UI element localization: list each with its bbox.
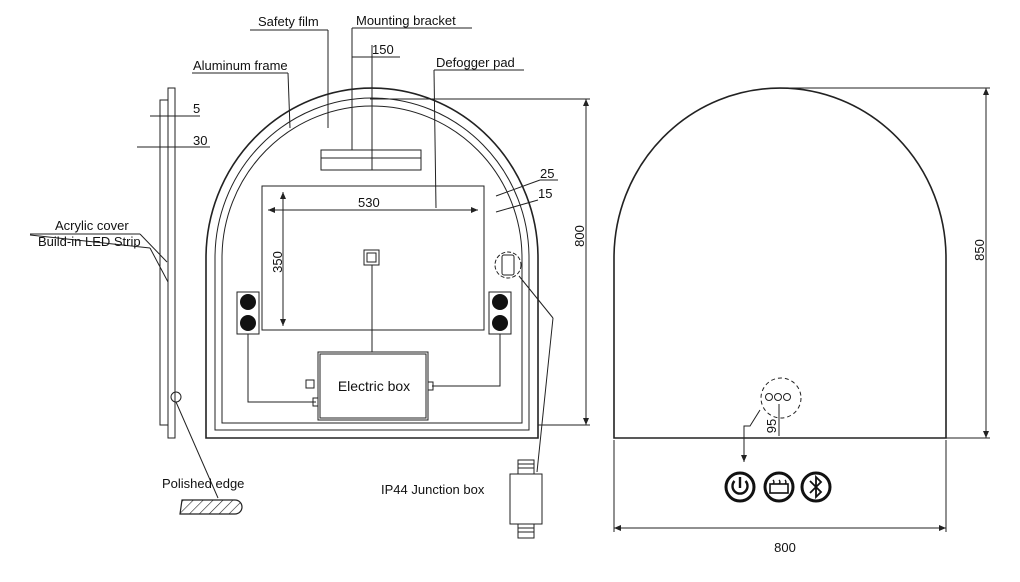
speaker-left xyxy=(236,291,260,335)
defogger-pad xyxy=(261,185,485,331)
mirror-outline xyxy=(613,87,947,439)
label-defogger-pad: Defogger pad xyxy=(436,55,515,70)
dim-back-height: 800 xyxy=(572,225,587,247)
speaker-right xyxy=(488,291,512,335)
dim-front-height: 850 xyxy=(972,239,987,261)
label-safety-film: Safety film xyxy=(258,14,319,29)
label-polished-edge: Polished edge xyxy=(162,476,244,491)
dim-front-width: 800 xyxy=(774,540,796,555)
back-view: 150 Mounting bracket Safety film Aluminu… xyxy=(192,13,590,539)
label-mounting-bracket: Mounting bracket xyxy=(356,13,456,28)
dim-switch-offset: 95 xyxy=(764,419,779,433)
label-junction-box: IP44 Junction box xyxy=(381,482,485,497)
ip44-junction-box xyxy=(509,459,543,539)
dim-bracket-width: 150 xyxy=(372,42,394,57)
dim-inset-15: 15 xyxy=(538,186,552,201)
defogger-icon xyxy=(763,471,795,503)
dim-defogger-width: 530 xyxy=(358,195,380,210)
front-view: 850 95 800 xyxy=(613,87,990,555)
power-icon xyxy=(724,471,756,503)
dim-defogger-height: 350 xyxy=(270,251,285,273)
label-led-strip: Build-in LED Strip xyxy=(38,234,141,249)
polished-edge-section xyxy=(179,499,243,515)
label-electric-box: Electric box xyxy=(338,378,410,394)
label-aluminum-frame: Aluminum frame xyxy=(193,58,288,73)
dim-side-30: 30 xyxy=(193,133,207,148)
sensor-square xyxy=(363,249,380,266)
side-view: 5 30 Acrylic cover Build-in LED Strip Po… xyxy=(29,87,244,515)
control-zone xyxy=(760,377,802,419)
label-acrylic-cover: Acrylic cover xyxy=(55,218,129,233)
bluetooth-icon xyxy=(800,471,832,503)
dim-inset-25: 25 xyxy=(540,166,554,181)
dim-side-5: 5 xyxy=(193,101,200,116)
